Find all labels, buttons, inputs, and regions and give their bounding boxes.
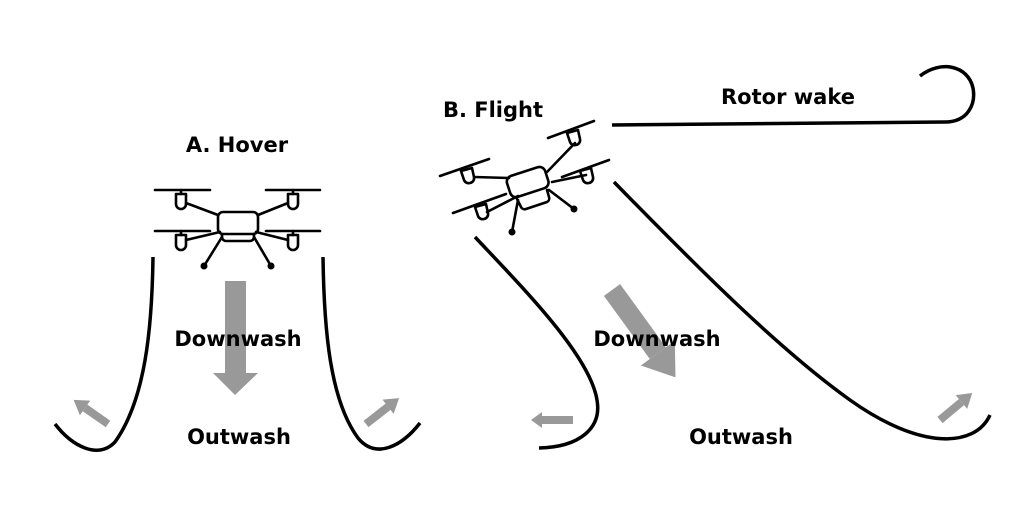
flight-downwash-arrow — [603, 284, 676, 378]
flight-right-outwash-arrow — [937, 393, 973, 424]
flight-title: B. Flight — [443, 98, 543, 122]
flight-left-wake-curve — [473, 235, 600, 450]
hover-downwash-arrow — [213, 281, 258, 395]
hover-downwash-label: Downwash — [174, 327, 301, 351]
flight-outwash-label: Outwash — [689, 425, 793, 449]
rotor-wake-curve — [611, 65, 976, 127]
flight-right-wake-curve — [612, 180, 992, 441]
flight-left-outwash-arrow — [531, 412, 573, 428]
hover-right-outwash-arrow — [363, 398, 400, 428]
hover-left-outwash-arrow — [73, 399, 111, 428]
flight-drone-icon — [438, 119, 611, 236]
hover-outwash-label: Outwash — [187, 425, 291, 449]
panel-flight: B. Flight — [438, 65, 992, 450]
hover-left-wake-curve — [53, 256, 155, 452]
hover-drone-icon — [153, 188, 322, 270]
hover-right-wake-curve — [321, 256, 422, 451]
hover-title: A. Hover — [186, 133, 289, 157]
rotor-wake-label: Rotor wake — [721, 85, 855, 109]
flight-downwash-label: Downwash — [593, 327, 720, 351]
panel-hover: A. Hover — [53, 133, 422, 452]
